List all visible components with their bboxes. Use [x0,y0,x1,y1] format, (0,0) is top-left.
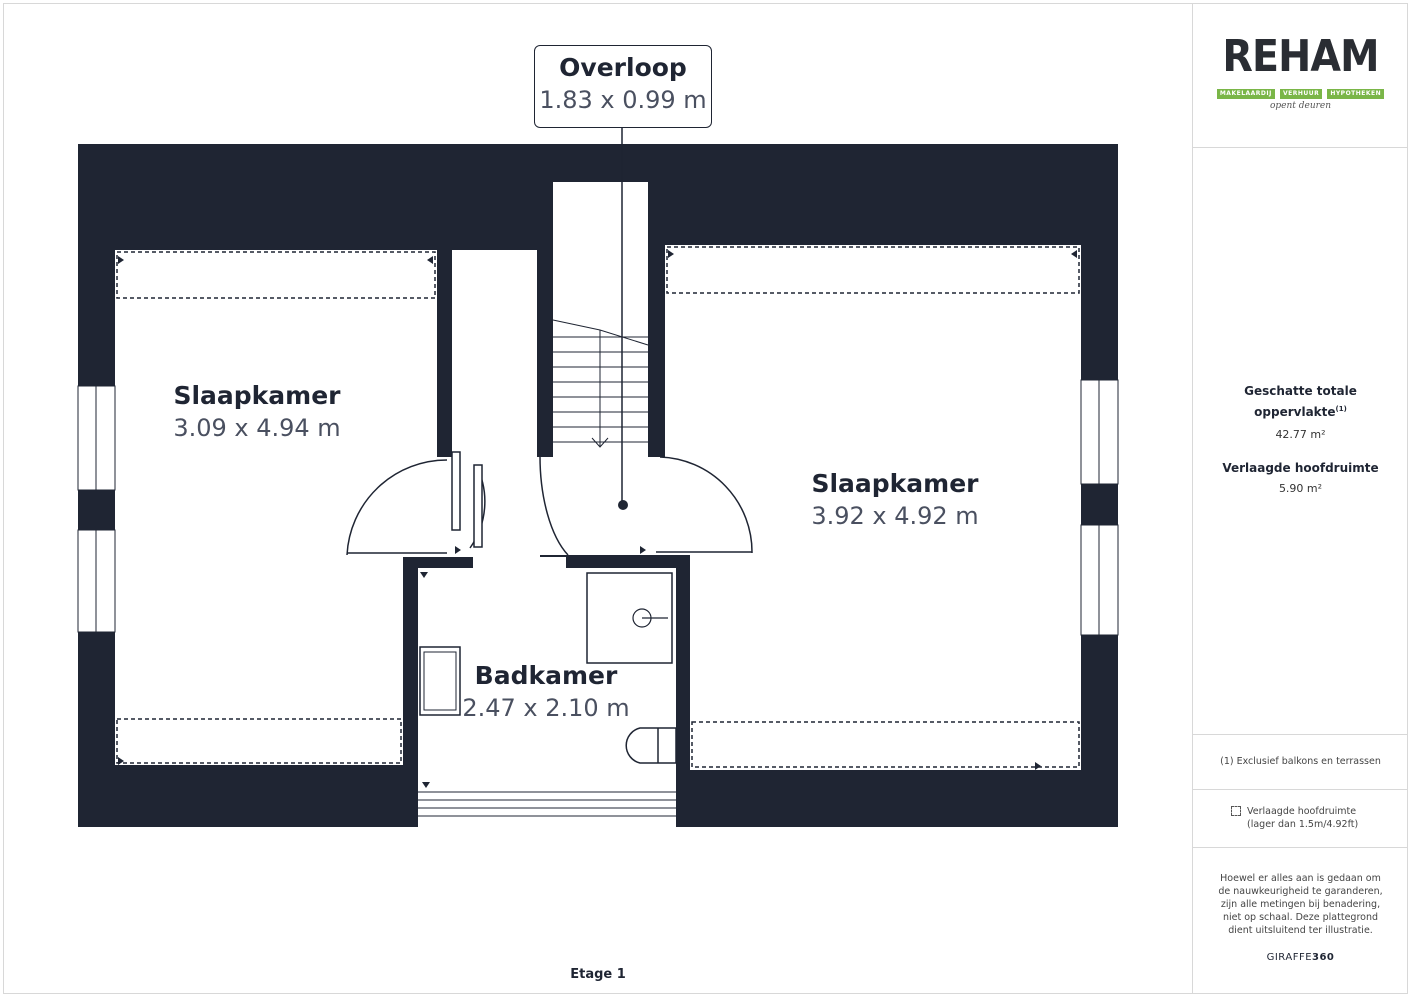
room-dims: 3.09 x 4.94 m [173,414,341,442]
room-name: Badkamer [474,661,618,690]
overloop-label-box: Overloop 1.83 x 0.99 m [534,45,712,128]
overloop-dims: 1.83 x 0.99 m [539,86,707,114]
walls [78,144,1118,827]
room-name: Slaapkamer [811,469,979,498]
logo-tag-2: VERHUUR [1279,89,1323,99]
brand-light: GIRAFFE [1266,952,1313,963]
page-frame [3,3,1408,994]
disclaimer: Hoewel er alles aan is gedaan om de nauw… [1218,873,1383,936]
room-name: Slaapkamer [173,381,341,410]
area-title-text: oppervlakte [1254,405,1336,419]
divider [1193,847,1408,848]
footnote: (1) Exclusief balkons en terrassen [1220,756,1381,767]
legend: Verlaagde hoofdruimte (lager dan 1.5m/4.… [1193,805,1408,831]
area-footnote-ref: (1) [1335,405,1347,413]
room-dims: 2.47 x 2.10 m [462,694,630,722]
dashed-box-icon [1231,806,1241,816]
giraffe360-brand: GIRAFFE360 [1193,952,1408,963]
legend-line2: (lager dan 1.5m/4.92ft) [1247,819,1359,830]
reduced-headroom-title: Verlaagde hoofdruimte [1222,461,1379,475]
divider [1193,734,1408,735]
divider [1193,147,1408,148]
logo-tag-1: MAKELAARDIJ [1216,89,1275,99]
room-dims: 3.92 x 4.92 m [811,502,979,530]
overloop-name: Overloop [559,53,687,82]
logo-tag-3: HYPOTHEKEN [1327,89,1385,99]
floor-label: Etage 1 [570,967,626,982]
area-title-line2: oppervlakte(1) [1193,400,1408,421]
brand-logo: REHAM MAKELAARDIJ VERHUUR HYPOTHEKEN ope… [1193,34,1408,111]
brand-bold: 360 [1312,952,1335,963]
floor-plan: Overloop 1.83 x 0.99 m Slaapkamer 3.09 x… [77,45,1119,982]
logo-wordmark: REHAM [1222,31,1379,82]
logo-signature: opent deuren [1269,101,1332,111]
floor-plan-drawing [77,128,1119,827]
room-label-slaapkamer-right: Slaapkamer 3.92 x 4.92 m [795,468,995,532]
divider [1193,789,1408,790]
area-value: 42.77 m² [1275,428,1326,441]
legend-line1: Verlaagde hoofdruimte [1247,806,1357,817]
reduced-headroom-value: 5.90 m² [1278,482,1323,495]
room-label-slaapkamer-left: Slaapkamer 3.09 x 4.94 m [157,380,357,444]
room-label-badkamer: Badkamer 2.47 x 2.10 m [446,660,646,724]
area-title-line1: Geschatte totale [1244,384,1357,398]
sidebar: REHAM MAKELAARDIJ VERHUUR HYPOTHEKEN ope… [1192,4,1408,994]
area-summary: Geschatte totale oppervlakte(1) 42.77 m²… [1193,382,1408,497]
